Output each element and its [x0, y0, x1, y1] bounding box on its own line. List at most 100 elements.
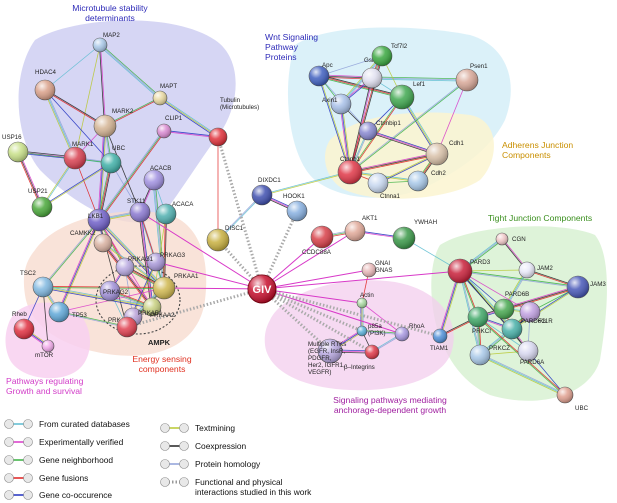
- node-ccdc88a[interactable]: CCDC88A: [302, 225, 334, 256]
- node-pard6a[interactable]: PARD6A: [517, 340, 545, 366]
- node-psen1[interactable]: Psen1: [455, 63, 488, 92]
- node-dixdc1[interactable]: DIXDC1: [251, 177, 281, 206]
- edge-lkb1-tsc2: [42, 219, 99, 287]
- node-prkag1[interactable]: PRKAG1: [115, 256, 154, 277]
- node-label-stk11: STK11: [127, 198, 146, 205]
- node-rheb[interactable]: Rheb: [12, 311, 35, 340]
- node-shine-pard6g: [502, 319, 522, 339]
- node-pard3[interactable]: PARD3: [447, 258, 491, 284]
- node-tcf7l2[interactable]: Tcf7l2: [371, 43, 408, 67]
- edge-gsk3b-psen1: [371, 78, 467, 82]
- node-ctnnbip1[interactable]: Ctnnbip1: [358, 120, 401, 141]
- node-tsc2[interactable]: TSC2: [20, 270, 54, 298]
- node-prkag2[interactable]: PRKAG2: [99, 280, 129, 302]
- node-hdac4[interactable]: HDAC4: [34, 69, 57, 101]
- node-stk11[interactable]: STK11: [127, 198, 151, 223]
- node-shine-apc: [309, 66, 329, 86]
- edge-map2-mark1: [74, 44, 101, 159]
- node-acaca[interactable]: ACACA: [155, 201, 194, 225]
- node-integrins[interactable]: β–Integrins: [344, 344, 380, 371]
- edge-lkb1-tsc2: [43, 220, 100, 288]
- node-f11r[interactable]: F11R: [519, 301, 553, 325]
- node-label-tiam1: TIAM1: [430, 345, 449, 352]
- node-hook1[interactable]: HOOK1: [283, 193, 308, 222]
- node-clip1[interactable]: CLIP1: [156, 115, 183, 139]
- node-label-ctnnb1: Ctnnb1: [340, 156, 361, 163]
- legend-label: Gene co-occurence: [39, 490, 112, 500]
- node-label-rhoa: RhoA: [409, 323, 425, 330]
- node-map2[interactable]: MAP2: [92, 32, 120, 53]
- node-label-integrins: β–Integrins: [344, 364, 375, 371]
- edge-map2-mapt: [99, 44, 161, 99]
- node-akt1[interactable]: AKT1: [344, 215, 378, 242]
- node-shine-actin: [357, 298, 367, 308]
- node-prkcz[interactable]: PRKCZ: [469, 344, 510, 366]
- edge-ctnnb1-cdh1: [349, 153, 438, 173]
- legend-item-4: Gene co-occurence: [4, 490, 112, 500]
- edge-ubc_l-usp21: [41, 162, 111, 207]
- node-mark1[interactable]: MARK1: [63, 141, 94, 170]
- node-label-cgn: CGN: [512, 236, 526, 243]
- node-shine-clip1: [157, 124, 171, 138]
- node-ctnna1[interactable]: Ctnna1: [367, 172, 401, 200]
- node-shine-cgn: [496, 233, 508, 245]
- node-acacb[interactable]: ACACB: [143, 165, 171, 191]
- node-usp16[interactable]: USP16: [2, 134, 29, 163]
- node-rhoa[interactable]: RhoA: [394, 323, 425, 342]
- node-ubc_l[interactable]: UBC: [100, 145, 126, 174]
- node-actin[interactable]: Actin: [356, 292, 374, 309]
- node-tiam1[interactable]: TIAM1: [430, 328, 449, 352]
- node-ubc_r[interactable]: UBC: [556, 386, 589, 412]
- node-mtor[interactable]: mTOR: [35, 339, 55, 359]
- node-label-ccdc88a: CCDC88A: [302, 249, 332, 256]
- node-tp53[interactable]: TP53: [48, 301, 87, 323]
- node-cgn[interactable]: CGN: [495, 232, 526, 246]
- node-label-tp53: TP53: [72, 312, 87, 319]
- node-label-f11r: F11R: [538, 318, 553, 325]
- node-jam3[interactable]: JAM3: [566, 275, 606, 299]
- node-usp21[interactable]: USP21: [28, 188, 53, 218]
- node-axin1[interactable]: Axin1: [322, 93, 352, 115]
- node-jam2[interactable]: JAM2: [518, 261, 553, 279]
- node-mapt[interactable]: MAPT: [152, 83, 177, 106]
- node-giv[interactable]: GIV: [247, 274, 277, 304]
- node-lkb1[interactable]: LKB1: [87, 208, 111, 232]
- node-pard6b[interactable]: PARD6B: [493, 291, 529, 320]
- legend-swatch-node: [179, 459, 189, 469]
- node-ywhah[interactable]: YWHAH: [392, 219, 437, 250]
- edge-clip1-lkb1: [97, 130, 164, 220]
- node-prkci[interactable]: PRKCI: [467, 306, 491, 335]
- node-tubulin[interactable]: Tubulin(Microtubules): [208, 97, 259, 147]
- legend-swatch-node: [179, 477, 189, 487]
- node-lef1[interactable]: Lef1: [389, 81, 426, 110]
- edge-jam3-pard6g: [512, 287, 579, 330]
- node-cdh2[interactable]: Cdh2: [407, 170, 446, 192]
- edge-tcf7l2-axin1: [340, 55, 383, 105]
- node-apc[interactable]: Apc: [308, 62, 333, 87]
- node-prkaa1[interactable]: PRKAA1: [152, 273, 199, 300]
- node-label-dixdc1: DIXDC1: [258, 177, 281, 184]
- node-pard6g[interactable]: PARD6G: [501, 318, 546, 340]
- node-rtks[interactable]: Multiple RTKs(EGFR, InsR,PDGFR,Her2, IGF…: [308, 338, 346, 376]
- edge-dixdc1-ctnnb1: [262, 172, 351, 196]
- node-label-prkag2: PRKAG2: [103, 289, 129, 296]
- legend-label: Coexpression: [195, 441, 247, 451]
- edge-lkb1-tp53: [58, 219, 100, 313]
- node-label-ubc_l: UBC: [112, 145, 126, 152]
- node-prkag3[interactable]: PRKAG3: [146, 252, 186, 272]
- edge-tp53-prkab1: [59, 311, 128, 327]
- node-p85a[interactable]: p85a(PI3K): [356, 323, 386, 337]
- node-ctnnb1[interactable]: Ctnnb1: [337, 156, 363, 185]
- node-camkk2[interactable]: CAMKK2: [70, 230, 113, 253]
- edge-lkb1-prkaa1: [97, 220, 164, 290]
- node-disc1[interactable]: DISC1: [206, 225, 244, 252]
- node-prkaa2[interactable]: PRKAA2: [142, 297, 175, 319]
- node-mark2[interactable]: MARK2: [93, 108, 134, 138]
- node-cdh1[interactable]: Cdh1: [425, 140, 464, 166]
- node-prkab1[interactable]: PRKAB1: [116, 310, 163, 338]
